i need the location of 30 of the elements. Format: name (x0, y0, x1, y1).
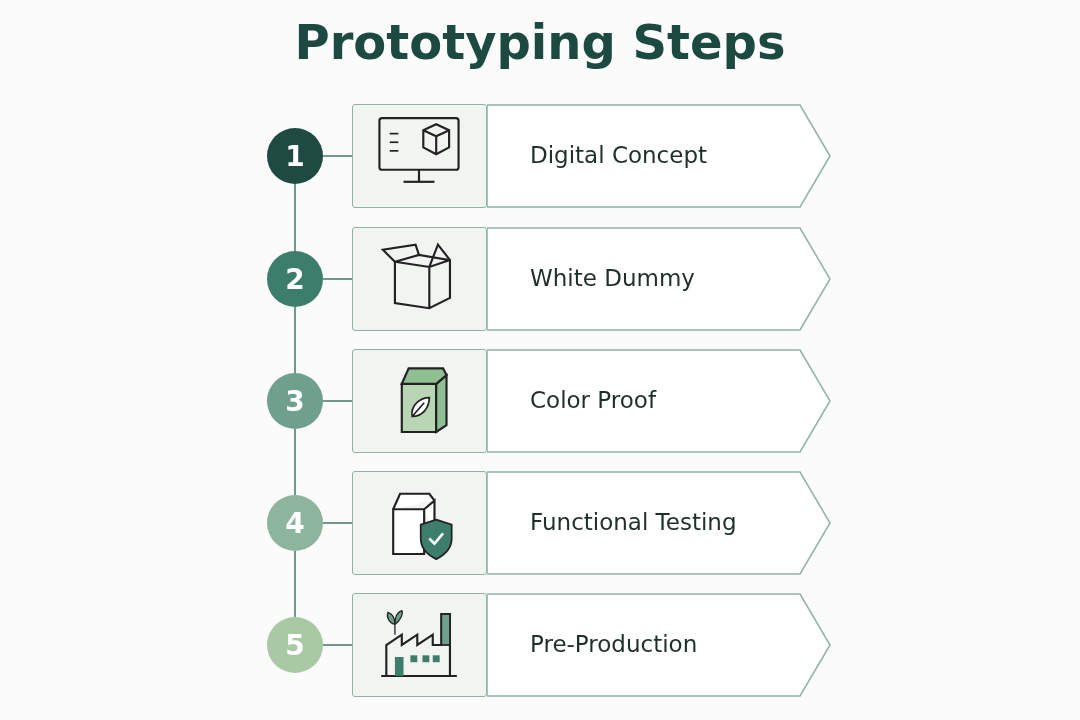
step-label: Digital Concept (530, 142, 708, 168)
step-number: 2 (267, 251, 323, 307)
connector-line (322, 155, 353, 157)
step-chevron (487, 593, 831, 697)
connector-line (294, 550, 296, 618)
step-label: Color Proof (530, 387, 657, 413)
step-chevron (487, 471, 831, 575)
connector-line (294, 428, 296, 496)
step-label: White Dummy (530, 265, 695, 291)
icon-tile (352, 349, 487, 453)
step-label: Pre-Production (530, 631, 698, 657)
connector-line (322, 644, 353, 646)
step-label: Functional Testing (530, 509, 737, 535)
icon-tile (352, 471, 487, 575)
icon-tile (352, 593, 487, 697)
icon-tile (352, 227, 487, 331)
icon-tile (352, 104, 487, 208)
connector-line (294, 306, 296, 374)
connector-line (322, 400, 353, 402)
connector-line (294, 183, 296, 252)
step-number: 1 (267, 128, 323, 184)
step-number: 3 (267, 373, 323, 429)
step-number: 5 (267, 617, 323, 673)
connector-line (322, 522, 353, 524)
step-chevron (487, 349, 831, 453)
connector-line (322, 278, 353, 280)
step-number: 4 (267, 495, 323, 551)
title: Prototyping Steps (293, 14, 787, 70)
step-chevron (487, 104, 831, 208)
step-chevron (487, 227, 831, 331)
